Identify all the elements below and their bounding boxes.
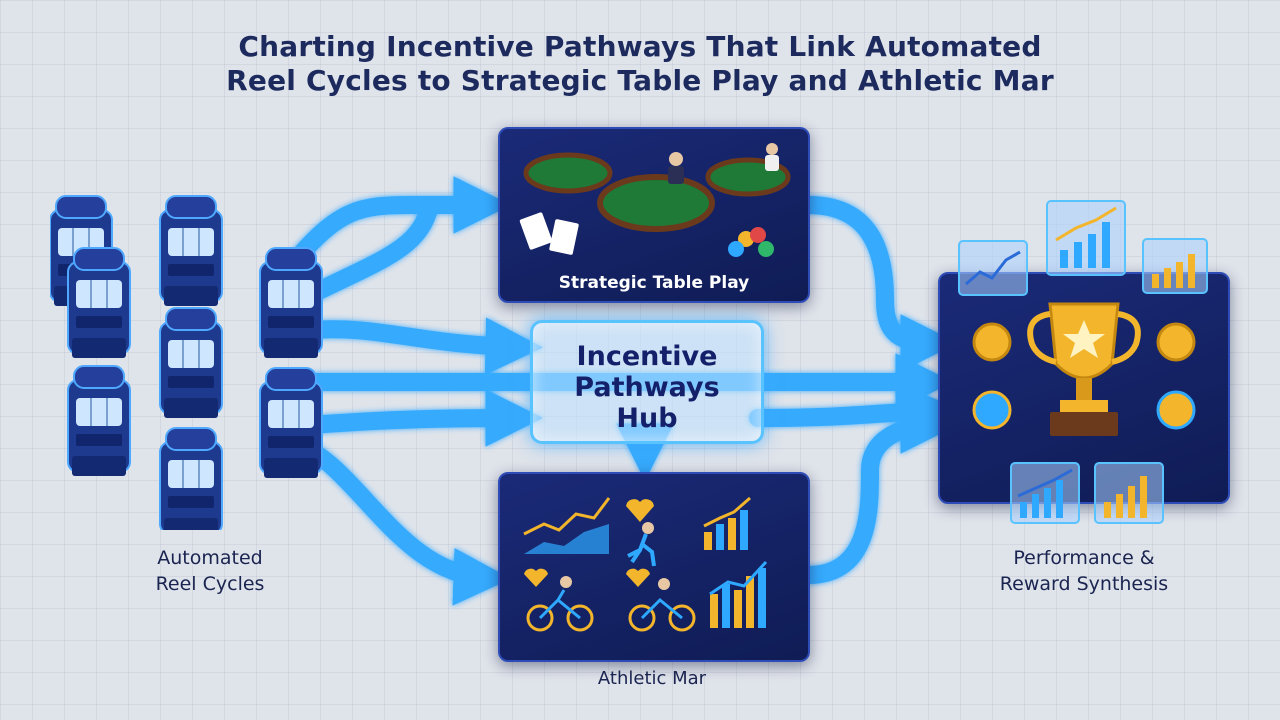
card-table-icon [519, 143, 791, 257]
flow-reels-to-hub-lower [301, 389, 544, 447]
chart-card-icon [958, 240, 1028, 296]
flow-hub-to-rewards [749, 383, 958, 442]
slot-machine-icon [50, 195, 323, 530]
diagram-title: Charting Incentive Pathways That Link Au… [0, 30, 1280, 98]
rewards-panel [938, 272, 1230, 504]
title-line-1: Charting Incentive Pathways That Link Au… [238, 30, 1042, 63]
chart-card-icon [1046, 200, 1126, 276]
title-line-2: Reel Cycles to Strategic Table Play and … [226, 64, 1054, 97]
hub-label: Incentive Pathways Hub [574, 341, 720, 434]
table-play-panel: Strategic Table Play [498, 127, 810, 303]
athletic-label: Athletic Mar [597, 668, 707, 689]
chart-card-icon [1010, 462, 1080, 524]
incentive-hub: Incentive Pathways Hub [530, 320, 764, 444]
flow-reels-to-table-b [291, 196, 439, 309]
rewards-label: Performance & Reward Synthesis [999, 547, 1169, 595]
flow-reels-to-table [291, 176, 512, 264]
flow-reels-to-hub [301, 317, 544, 376]
flow-table-to-rewards [799, 196, 959, 372]
chart-card-icon [1142, 238, 1208, 294]
reels-label: Automated Reel Cycles [155, 547, 265, 595]
chart-card-icon [1094, 462, 1164, 524]
flow-athletic-to-rewards [799, 396, 959, 584]
table-play-label: Strategic Table Play [558, 273, 750, 293]
trophy-icon [972, 302, 1196, 436]
athletic-panel [498, 472, 810, 662]
runner-icon [523, 496, 768, 632]
